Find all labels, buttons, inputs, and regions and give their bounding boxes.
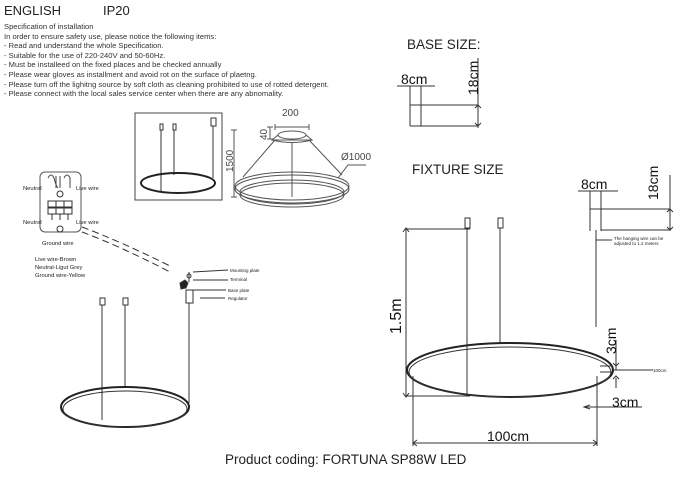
- ring-thickness-top: 3cm: [603, 327, 619, 354]
- label-neutral-bottom: Neutral: [23, 220, 42, 226]
- base-size-drawing: [397, 58, 482, 128]
- spec-item: - Suitable for the use of 220-240V and 5…: [4, 50, 166, 60]
- label-regulator: Regulator: [228, 296, 248, 301]
- spec-intro: In order to ensure safety use, please no…: [4, 31, 217, 41]
- product-thumbnail: [140, 117, 217, 194]
- spec-item: - Please wear gloves as installment and …: [4, 69, 257, 79]
- fixture-base-width: 8cm: [581, 176, 608, 192]
- product-coding: Product coding: FORTUNA SP88W LED: [225, 452, 467, 467]
- dim-top-width: 200: [282, 108, 299, 119]
- terminal-block-icon: [39, 171, 173, 273]
- base-width-dim: 8cm: [401, 71, 428, 87]
- product-perspective: [231, 124, 366, 208]
- mounting-parts: [179, 269, 229, 299]
- language-heading: ENGLISH: [4, 3, 62, 18]
- drop-length-dim: 1.5m: [388, 298, 405, 334]
- label-base-plate: Base plate: [228, 288, 250, 293]
- label-neutral-top: Neutral: [23, 186, 42, 192]
- dim-total-height: 1500: [225, 149, 236, 172]
- legend-live: Live wire-Brown: [35, 257, 77, 263]
- ip-rating: IP20: [103, 3, 130, 18]
- wire-color-legend: Live wire-Brown Neutral-Ligut Grey Groun…: [35, 256, 85, 280]
- dim-base-height: 40: [259, 128, 270, 140]
- spec-item: - Please connect with the local sales se…: [4, 89, 284, 99]
- base-size-title: BASE SIZE:: [407, 37, 481, 52]
- ring-label: 100cm: [653, 368, 667, 373]
- label-live-top: Live wire: [76, 186, 99, 192]
- label-terminal: Terminal: [230, 277, 248, 282]
- fixture-drawing-left: [60, 289, 194, 428]
- label-live-bottom: Live wire: [76, 220, 99, 226]
- base-height-dim: 18cm: [465, 60, 481, 95]
- fixture-size-drawing: [402, 175, 674, 447]
- ring-thickness-side: 3cm: [612, 394, 639, 410]
- dim-diameter: Ø1000: [341, 152, 372, 163]
- spec-item: - Please turn off the lighitng source by…: [4, 79, 329, 89]
- product-thumbnail-frame: [134, 112, 223, 201]
- diameter-dim: 100cm: [487, 428, 530, 444]
- label-ground: Ground wire: [42, 241, 74, 247]
- specification-block: Specification of installation In order t…: [4, 22, 329, 99]
- label-mounting-plate: Mounting plate: [230, 268, 260, 273]
- legend-ground: Ground wire-Yellow: [35, 273, 86, 279]
- fixture-size-title: FIXTURE SIZE: [412, 162, 504, 177]
- fixture-base-height: 18cm: [645, 165, 661, 200]
- hanging-wire-note: The hanging wire can be adjusted to 1.2 …: [614, 236, 664, 246]
- spec-item: - Read and understand the whole Specific…: [4, 41, 164, 51]
- spec-item: - Must be installeed on the fixed places…: [4, 60, 222, 70]
- spec-title: Specification of installation: [4, 22, 94, 31]
- legend-neutral: Neutral-Ligut Grey: [35, 265, 83, 271]
